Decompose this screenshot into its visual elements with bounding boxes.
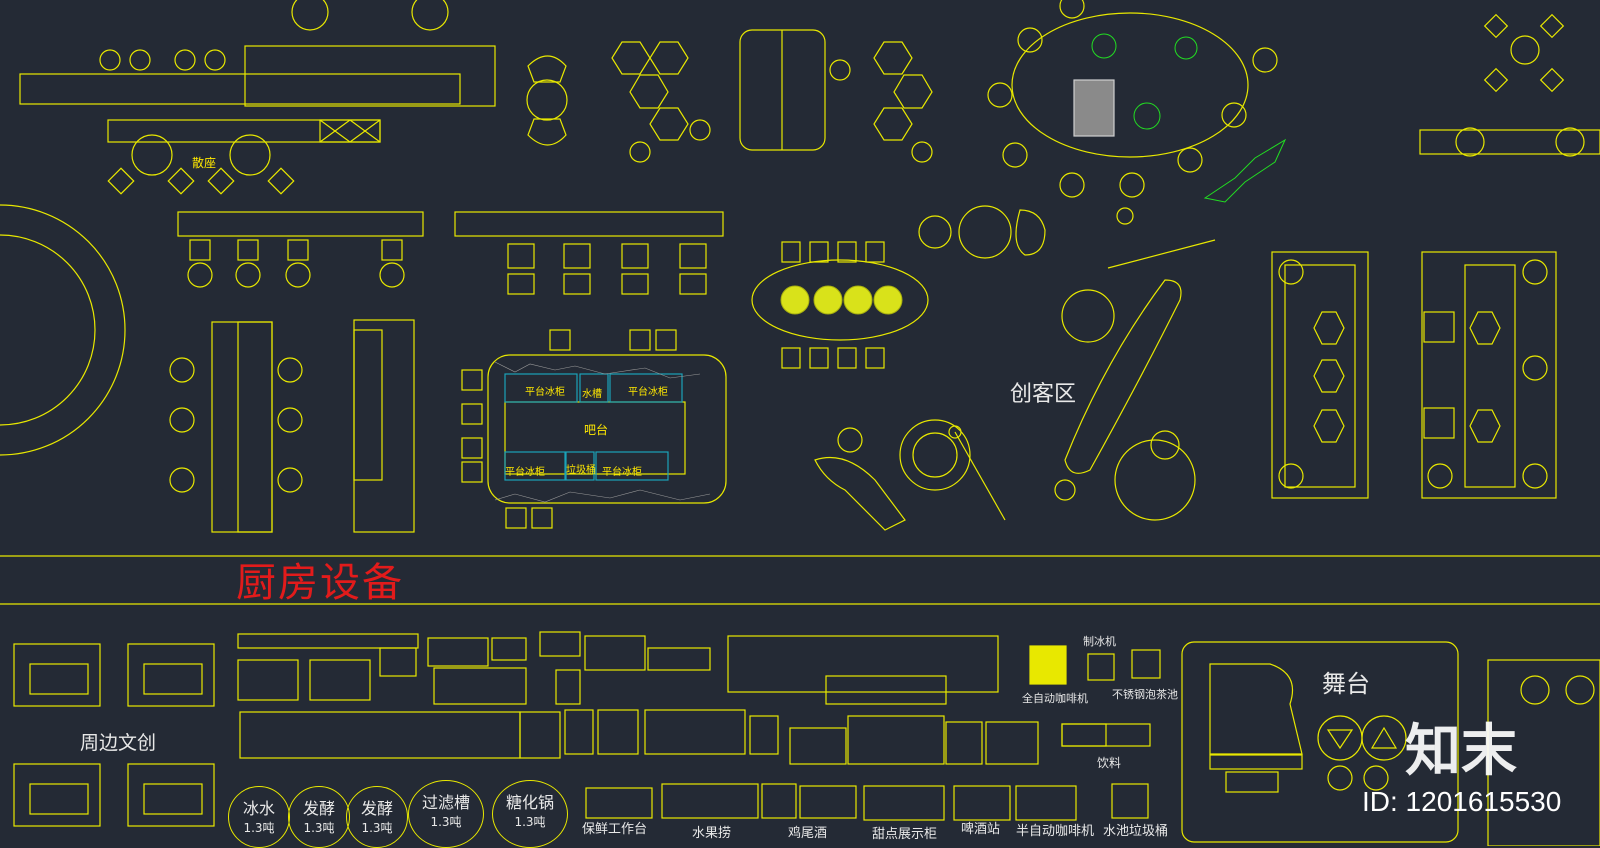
label-ice-machine: 制冰机 [1083,635,1116,648]
tank-ferment-2: 发酵 1.3吨 [346,786,408,848]
watermark-id: ID: 1201615530 [1362,786,1562,817]
tank-ice-water: 冰水 1.3吨 [228,786,290,848]
bar-table-2 [454,211,724,237]
sofa-group-1 [1271,251,1369,499]
tank-volume: 1.3吨 [514,815,546,829]
tank-volume: 1.3吨 [361,821,393,835]
tank-filter: 过滤槽 1.3吨 [408,780,484,848]
tank-mash: 糖化锅 1.3吨 [492,780,568,848]
label-semi-auto-coffee: 半自动咖啡机 [1016,824,1095,839]
label-stage: 舞台 [1322,670,1370,698]
tank-name: 发酵 [302,799,335,818]
tank-volume: 1.3吨 [430,815,462,829]
cabinet-x [319,119,381,143]
label-platform-fridge-4: 平台冰柜 [602,467,642,478]
bar-table-1 [177,211,424,237]
bar-counter-top [19,73,461,105]
sofa-group-2 [1421,251,1557,499]
oval-table [1011,12,1249,158]
section-title-kitchen: 厨房设备 [236,560,404,606]
label-fresh-table: 保鲜工作台 [582,822,648,837]
tank-name: 糖化锅 [505,793,554,812]
counter-lower [107,119,381,143]
tank-ferment-1: 发酵 1.3吨 [288,786,350,848]
tank-volume: 1.3吨 [303,821,335,835]
bar-island [487,354,727,504]
watermark-logo: 知末 [1405,719,1517,784]
label-beer-station: 啤酒站 [961,822,1001,837]
label-trash: 垃圾桶 [566,465,596,476]
tank-name: 发酵 [360,799,393,818]
counter-block [244,45,496,107]
tank-name: 过滤槽 [421,793,470,812]
label-drinks: 饮料 [1097,756,1122,770]
label-fruit: 水果捞 [692,826,732,841]
label-platform-fridge-2: 平台冰柜 [628,387,668,398]
label-dessert-cabinet: 甜点展示柜 [872,827,938,842]
tank-name: 冰水 [242,799,275,818]
stage-outline [1181,641,1459,843]
label-merch: 周边文创 [80,732,157,754]
label-sink-trash: 水池垃圾桶 [1103,824,1169,839]
label-sanzuo: 散座 [192,156,217,170]
label-platform-fridge-3: 平台冰柜 [505,467,545,478]
label-maker-zone: 创客区 [1010,382,1077,407]
label-sink: 水槽 [582,389,602,400]
label-cocktail: 鸡尾酒 [788,826,828,841]
tank-volume: 1.3吨 [243,821,275,835]
label-steel-tea-sink: 不锈钢泡茶池 [1112,688,1178,701]
label-bar: 吧台 [584,423,609,437]
label-auto-coffee: 全自动咖啡机 [1022,692,1088,705]
label-platform-fridge-1: 平台冰柜 [525,387,565,398]
dining-oval [751,259,929,341]
